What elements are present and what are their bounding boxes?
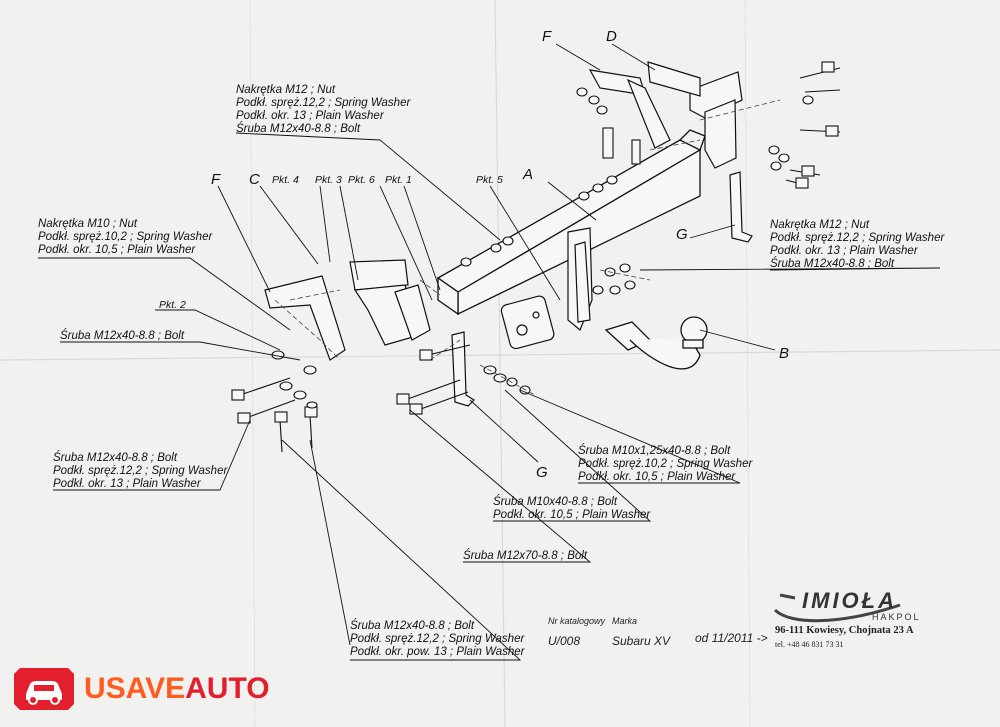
logo-swoosh — [773, 593, 901, 623]
part-letter-d: D — [606, 28, 617, 45]
part-letter-f-upper: F — [542, 28, 552, 45]
leader-lines — [38, 43, 941, 661]
catalog-label: Nr katalogowy — [548, 616, 606, 626]
callout-center-m10b: Śruba M10x40-8.8 ; Bolt Podkł. okr. 10,5… — [493, 496, 651, 521]
bracket-left — [264, 259, 431, 361]
fasteners — [231, 61, 841, 453]
part-letter-c: C — [249, 171, 260, 188]
usaveauto-watermark: USAVEAUTO — [12, 664, 270, 714]
bracket-f-upper — [588, 69, 671, 149]
company-logo-text: IMIOŁA — [802, 588, 897, 613]
callout-left-nut: Nakrętka M10 ; Nut Podkł. spręż.10,2 ; S… — [38, 218, 213, 256]
part-letter-g-right: G — [676, 226, 688, 243]
company-tel: tel. +48 46 831 73 31 — [775, 640, 844, 649]
callout-left-bolt: Śruba M12x40-8.8 ; Bolt — [60, 330, 185, 342]
watermark-text: USAVEAUTO — [84, 672, 270, 705]
assembly-guides — [274, 99, 781, 396]
catalog-value: U/008 — [548, 634, 581, 648]
ball-mount-bracket — [500, 227, 593, 350]
point-label-1: Pkt. 1 — [385, 174, 412, 186]
callout-left-bottom: Śruba M12x40-8.8 ; Bolt Podkł. spręż.12,… — [53, 452, 228, 490]
callout-center-m10: Śruba M10x1,25x40-8.8 ; Bolt Podkł. sprę… — [578, 445, 753, 483]
company-logo-sub: HAKPOL — [872, 612, 921, 622]
bracket-d-upper — [647, 61, 743, 169]
part-letter-g-center: G — [536, 464, 548, 481]
callout-center-m12x70: Śruba M12x70-8.8 ; Bolt — [463, 550, 588, 562]
bracket-g — [451, 171, 753, 407]
point-label-2: Pkt. 2 — [159, 299, 186, 311]
point-label-4: Pkt. 4 — [272, 174, 299, 186]
brand-value: Subaru XV — [612, 634, 671, 648]
company-address: 96-111 Kowiesy, Chojnata 23 A — [775, 625, 914, 636]
car-badge-icon — [14, 668, 74, 710]
part-letter-a: A — [523, 166, 534, 183]
part-letter-b: B — [779, 345, 790, 362]
callout-bottom-center: Śruba M12x40-8.8 ; Bolt Podkł. spręż.12,… — [350, 620, 525, 658]
callout-top-center: Nakrętka M12 ; Nut Podkł. spręż.12,2 ; S… — [236, 84, 411, 135]
brand-label: Marka — [612, 616, 638, 626]
part-letter-f-left: F — [211, 171, 221, 188]
tow-ball-b — [604, 316, 708, 370]
callout-right-mid: Nakrętka M12 ; Nut Podkł. spręż.12,2 ; S… — [770, 219, 945, 270]
point-label-6: Pkt. 6 — [348, 174, 375, 186]
point-label-5: Pkt. 5 — [476, 174, 503, 186]
point-label-3: Pkt. 3 — [315, 174, 342, 186]
date-range: od 11/2011 -> — [695, 631, 768, 645]
